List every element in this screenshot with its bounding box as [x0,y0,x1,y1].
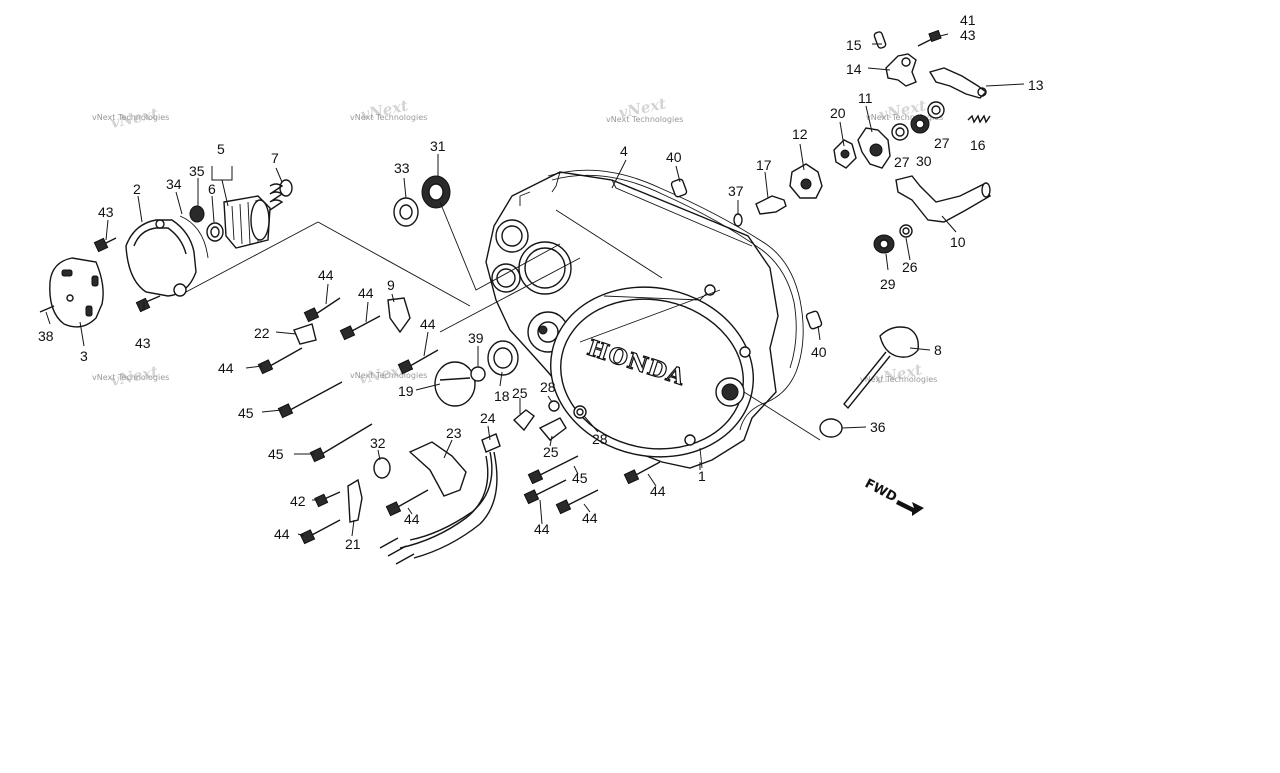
callout-42[interactable]: 42 [290,493,306,509]
fwd-indicator: FWD [862,476,924,516]
crankcase-cover[interactable]: HONDA [485,169,804,475]
callout-16[interactable]: 16 [970,137,986,153]
callout-11[interactable]: 11 [858,90,873,106]
watermark-8: vNext Technologies [860,375,937,384]
callout-15[interactable]: 15 [846,37,862,53]
watermark-1: vNext Technologies [92,113,169,122]
callout-10[interactable]: 10 [950,234,966,250]
callout-26[interactable]: 26 [902,259,918,275]
gasket-outline [547,169,804,431]
callout-44-i[interactable]: 44 [582,510,598,526]
callout-18[interactable]: 18 [494,388,510,404]
callout-33[interactable]: 33 [394,160,410,176]
callout-6[interactable]: 6 [208,181,216,197]
callout-24[interactable]: 24 [480,410,496,426]
callout-3[interactable]: 3 [80,348,88,364]
callout-22[interactable]: 22 [254,325,270,341]
callout-32[interactable]: 32 [370,435,386,451]
callout-30[interactable]: 30 [916,153,932,169]
leader-lines [45,33,1025,537]
watermark-3: vNext Technologies [606,115,683,124]
callout-34[interactable]: 34 [166,176,182,192]
callout-25-b[interactable]: 25 [543,444,559,460]
callout-31[interactable]: 31 [430,138,446,154]
callout-40-top[interactable]: 40 [666,149,682,165]
watermark-5: vNext Technologies [92,373,169,382]
guide-lines [185,201,821,441]
fwd-arrow-icon [896,500,924,516]
callout-19[interactable]: 19 [398,383,414,399]
callout-25-a[interactable]: 25 [512,385,528,401]
callout-44-e[interactable]: 44 [650,483,666,499]
callout-28-a[interactable]: 28 [540,379,556,395]
callout-21[interactable]: 21 [345,536,361,552]
callout-44-g[interactable]: 44 [404,511,420,527]
callout-29[interactable]: 29 [880,276,896,292]
callout-39[interactable]: 39 [468,330,484,346]
watermark-6: vNext Technologies [350,371,427,380]
callout-43-lower[interactable]: 43 [135,335,151,351]
callout-23[interactable]: 23 [446,425,462,441]
callout-17[interactable]: 17 [756,157,772,173]
callout-44-d[interactable]: 44 [218,360,234,376]
callout-45-c[interactable]: 45 [572,470,588,486]
callout-41[interactable]: 41 [960,12,976,28]
callout-40-right[interactable]: 40 [811,344,827,360]
callout-labels: 41 43 15 14 13 11 20 12 27 27 30 16 17 3… [38,12,1044,552]
callout-2[interactable]: 2 [133,181,141,197]
callout-28-b[interactable]: 28 [592,431,608,447]
callout-13[interactable]: 13 [1028,77,1044,93]
callout-5[interactable]: 5 [217,141,225,157]
callout-43-left[interactable]: 43 [98,204,114,220]
callout-14[interactable]: 14 [846,61,862,77]
fwd-label: FWD [862,476,899,505]
callout-44-h[interactable]: 44 [534,521,550,537]
callout-44-c[interactable]: 44 [420,316,436,332]
callout-38[interactable]: 38 [38,328,54,344]
callout-9[interactable]: 9 [387,277,395,293]
callout-35[interactable]: 35 [189,163,205,179]
callout-27-right[interactable]: 27 [934,135,950,151]
watermark-2: vNext Technologies [350,113,427,122]
callout-12[interactable]: 12 [792,126,808,142]
callout-45-a[interactable]: 45 [238,405,254,421]
callout-45-b[interactable]: 45 [268,446,284,462]
callout-43-top[interactable]: 43 [960,27,976,43]
callout-44-f[interactable]: 44 [274,526,290,542]
shift-components[interactable] [670,29,991,438]
callout-36[interactable]: 36 [870,419,886,435]
callout-27-left[interactable]: 27 [894,154,910,170]
filter-assembly[interactable] [39,175,451,328]
callout-1[interactable]: 1 [698,468,706,484]
callout-37[interactable]: 37 [728,183,744,199]
watermark-4: vNext Technologies [866,113,943,122]
callout-44-b[interactable]: 44 [358,285,374,301]
callout-20[interactable]: 20 [830,105,846,121]
fasteners[interactable] [257,297,661,565]
callout-8[interactable]: 8 [934,342,942,358]
callout-4[interactable]: 4 [620,143,628,159]
callout-7[interactable]: 7 [271,150,279,166]
callout-44-a[interactable]: 44 [318,267,334,283]
